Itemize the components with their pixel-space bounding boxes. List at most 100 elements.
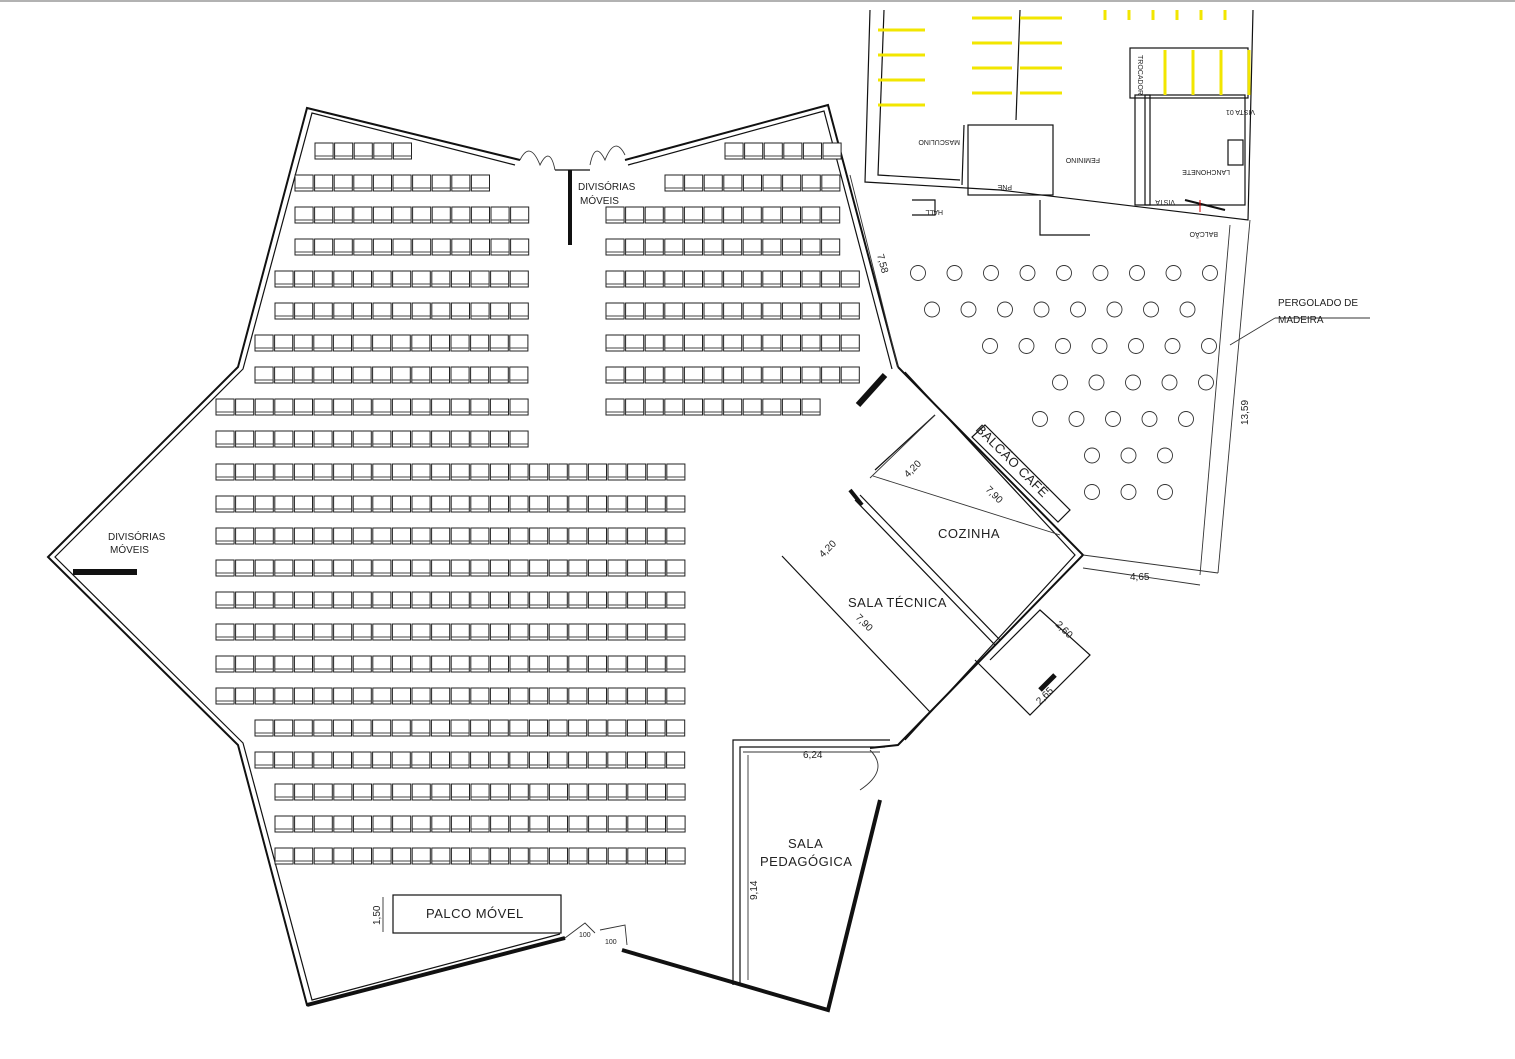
seat — [509, 623, 529, 641]
seat — [703, 206, 723, 224]
seat — [587, 591, 608, 609]
seat — [314, 174, 334, 192]
seat — [431, 527, 451, 545]
seat — [568, 751, 588, 769]
womens-restroom-label: FEMININO — [1065, 156, 1100, 163]
seat — [352, 783, 372, 801]
seat — [293, 623, 313, 641]
seat — [489, 719, 509, 737]
dimension-label: 7,90 — [983, 484, 1005, 506]
seat — [430, 366, 450, 384]
seat — [781, 398, 802, 416]
seat — [431, 206, 451, 224]
seat — [411, 815, 431, 833]
seat — [254, 623, 274, 641]
seat — [683, 302, 704, 320]
seat — [490, 302, 510, 320]
seat — [490, 783, 510, 801]
seat — [762, 174, 782, 192]
seat — [313, 655, 333, 673]
seat — [313, 751, 333, 769]
seat — [840, 302, 860, 320]
seat — [333, 591, 353, 609]
seat — [568, 527, 588, 545]
seat — [801, 270, 821, 288]
seat — [235, 687, 255, 705]
pergola-column — [1019, 265, 1036, 281]
seat — [627, 847, 647, 865]
seat — [627, 815, 647, 833]
seat — [274, 270, 294, 288]
pergola-column — [1143, 301, 1159, 318]
seat — [783, 142, 803, 160]
seat — [703, 302, 723, 320]
seat — [333, 815, 353, 833]
seat — [450, 398, 470, 416]
seat — [644, 238, 664, 256]
seat — [450, 591, 470, 609]
mobile-stage — [392, 894, 562, 934]
seat — [313, 495, 333, 513]
seat — [431, 238, 451, 256]
seat — [683, 206, 704, 224]
seat — [274, 302, 294, 320]
seat — [646, 527, 666, 545]
seat — [821, 174, 841, 192]
seat — [332, 719, 352, 737]
seat — [333, 623, 353, 641]
seat — [254, 398, 274, 416]
seat — [334, 142, 354, 160]
seat — [333, 238, 353, 256]
seat — [781, 270, 802, 288]
seat — [568, 623, 588, 641]
seat — [392, 270, 412, 288]
seat — [391, 591, 411, 609]
dimension-label: 2,65 — [1034, 685, 1056, 707]
seat — [431, 495, 451, 513]
seat — [314, 238, 334, 256]
seat — [548, 495, 568, 513]
seat — [411, 527, 431, 545]
kitchen-label: COZINHA — [938, 526, 1000, 541]
seat — [684, 174, 704, 192]
seat — [352, 398, 372, 416]
pergola-column — [1165, 265, 1182, 281]
seat — [470, 591, 490, 609]
pergola-column — [1088, 374, 1105, 391]
seat — [411, 463, 431, 481]
seat — [353, 238, 373, 256]
seat — [664, 270, 684, 288]
seat — [294, 238, 314, 256]
seat — [646, 783, 667, 801]
seat — [742, 270, 762, 288]
seat — [568, 847, 588, 865]
seat — [254, 430, 274, 448]
seat — [274, 623, 294, 641]
seat — [605, 270, 625, 288]
seat — [821, 366, 841, 384]
seat — [293, 463, 313, 481]
pergola-column — [1056, 265, 1072, 281]
seat — [607, 495, 627, 513]
seat — [548, 591, 568, 609]
pergola-column — [1091, 338, 1108, 354]
seat — [274, 751, 294, 769]
seat — [568, 495, 588, 513]
seat — [470, 430, 490, 448]
seat — [568, 687, 588, 705]
seat — [333, 847, 353, 865]
seat — [352, 430, 372, 448]
seat — [333, 302, 353, 320]
seat — [625, 206, 645, 224]
seat — [666, 815, 686, 833]
seat — [372, 751, 392, 769]
seat — [313, 302, 333, 320]
seat — [372, 623, 392, 641]
seat — [294, 270, 314, 288]
seat — [664, 302, 684, 320]
seat — [548, 815, 569, 833]
seat — [313, 366, 333, 384]
seat — [587, 559, 608, 577]
seat — [568, 463, 588, 481]
seat — [723, 366, 743, 384]
